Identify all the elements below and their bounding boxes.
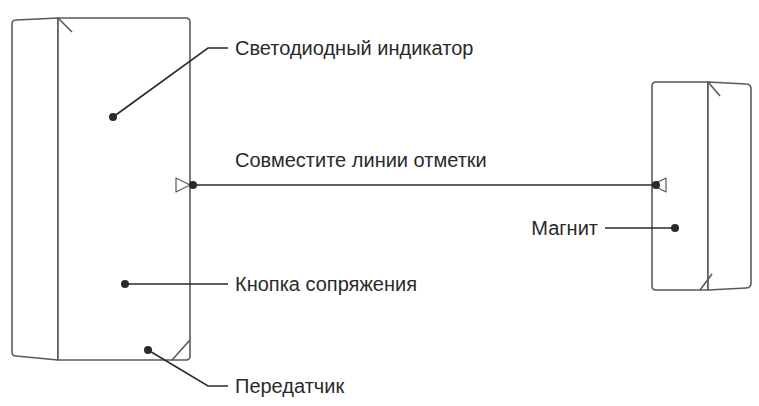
magnet-side [708,82,751,290]
leader-line [605,227,675,229]
part-label: Светодиодный индикатор [233,36,475,60]
alignment-mark [176,178,190,192]
leader-line [125,283,228,285]
transmitter-front [58,18,190,360]
leader-dot [652,181,660,189]
part-label: Кнопка сопряжения [233,272,419,296]
part-label: Магнит [529,216,600,240]
magnet-chamfer [708,82,720,96]
transmitter-chamfer [58,18,72,32]
transmitter-side [12,18,58,360]
leader-line [148,350,228,386]
part-label: Передатчик [233,374,346,398]
part-label: Совместите линии отметки [233,148,489,172]
alignment-mark [652,178,666,192]
leader-line [113,48,228,117]
leader-dot [189,181,197,189]
leader-dot [121,280,129,288]
magnet-chamfer [700,274,712,290]
leader-dot [671,224,679,232]
transmitter-chamfer [172,340,190,360]
leader-dot [109,113,117,121]
magnet-front [652,82,708,290]
leader-dot [144,346,152,354]
leader-line [193,184,656,186]
